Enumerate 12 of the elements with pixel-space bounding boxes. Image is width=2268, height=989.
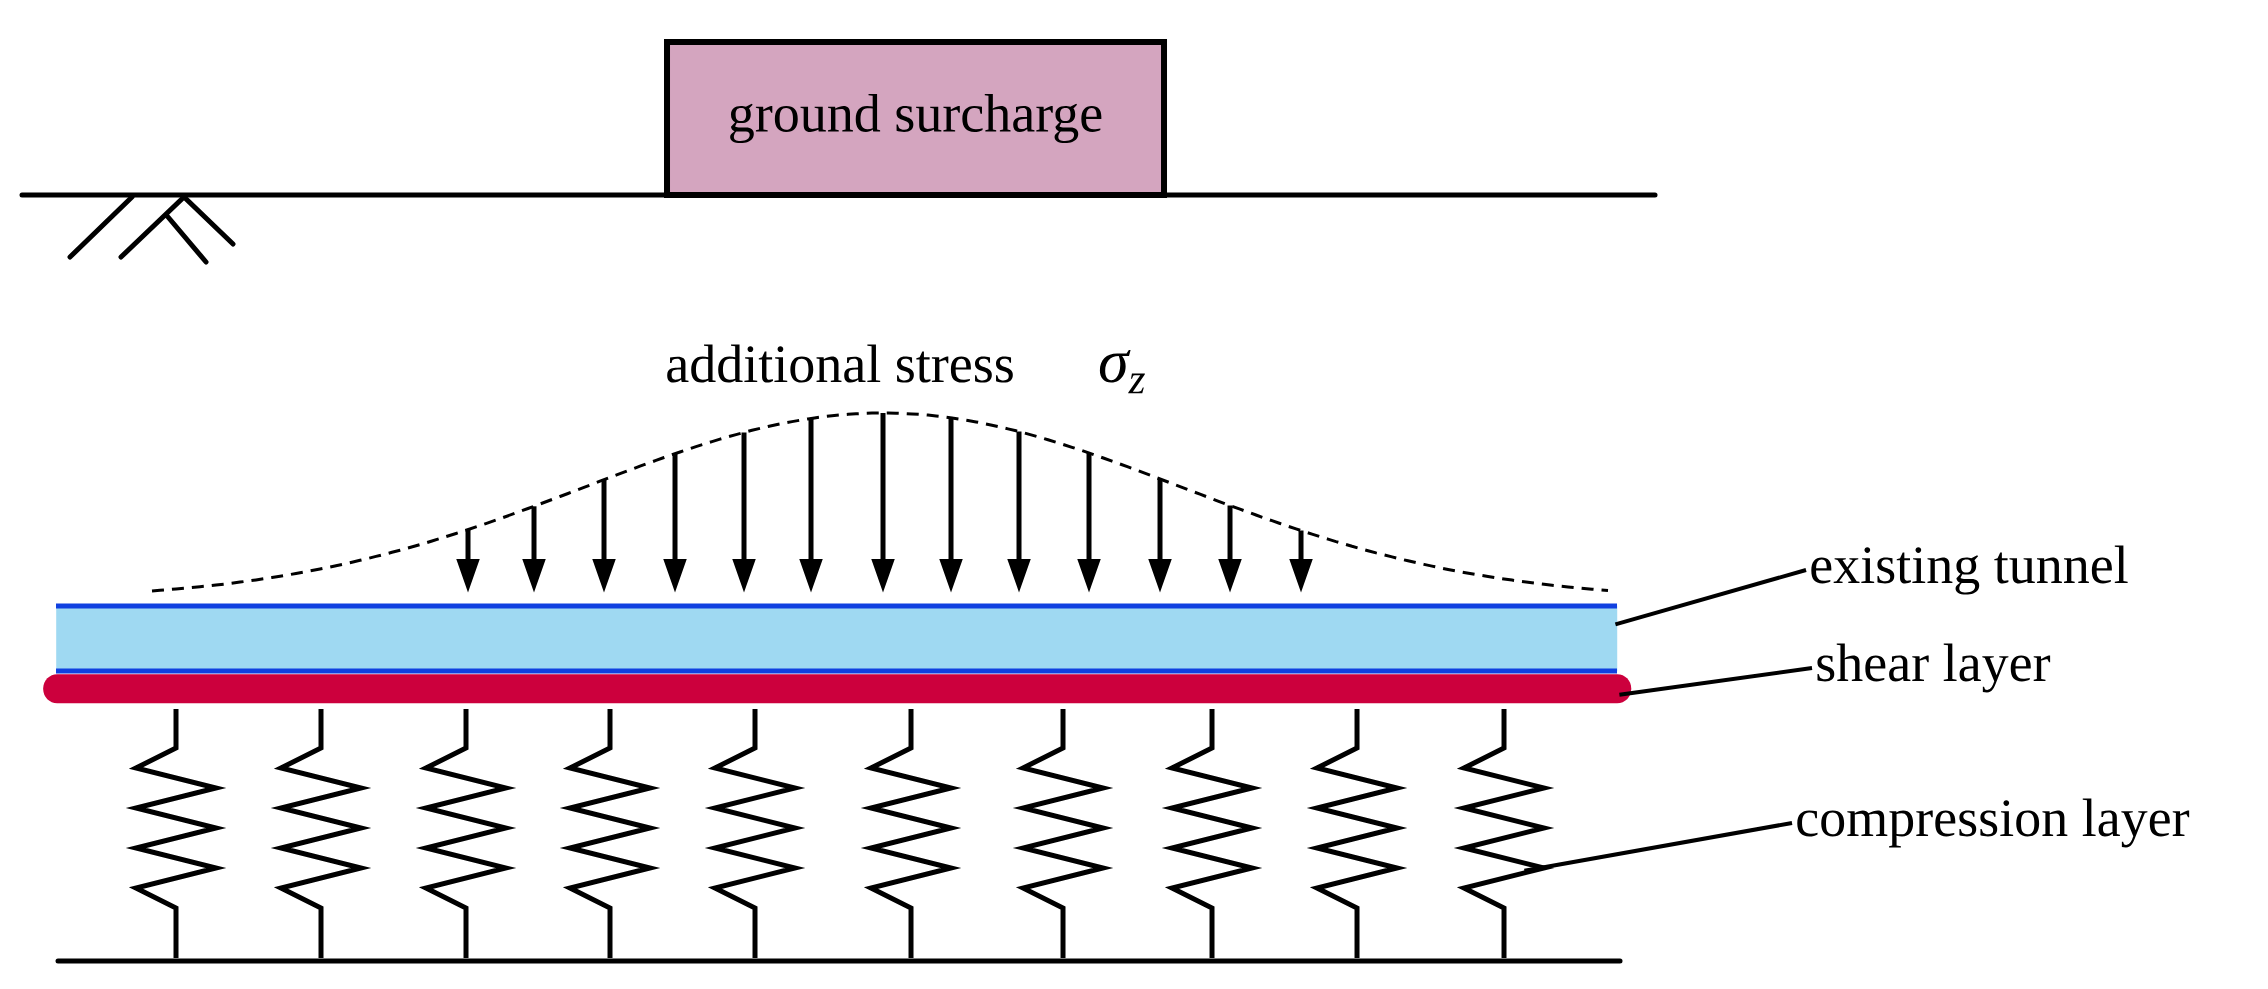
surcharge-box: ground surcharge	[664, 39, 1167, 198]
callout-label: compression layer	[1797, 798, 2190, 848]
tunnel-body	[53, 603, 1620, 674]
shear-layer-bar	[43, 674, 1632, 704]
callout-label: existing tunnel	[1811, 545, 2128, 595]
callout-label: shear layer	[1817, 643, 2051, 693]
stress-symbol: σ$_{z}$	[1099, 350, 1145, 394]
annotation-text: additional stress	[667, 344, 1013, 383]
leader-line	[1524, 821, 1793, 873]
leader-line	[1619, 666, 1813, 697]
leader-line	[1614, 568, 1807, 627]
spring	[1453, 709, 1555, 958]
